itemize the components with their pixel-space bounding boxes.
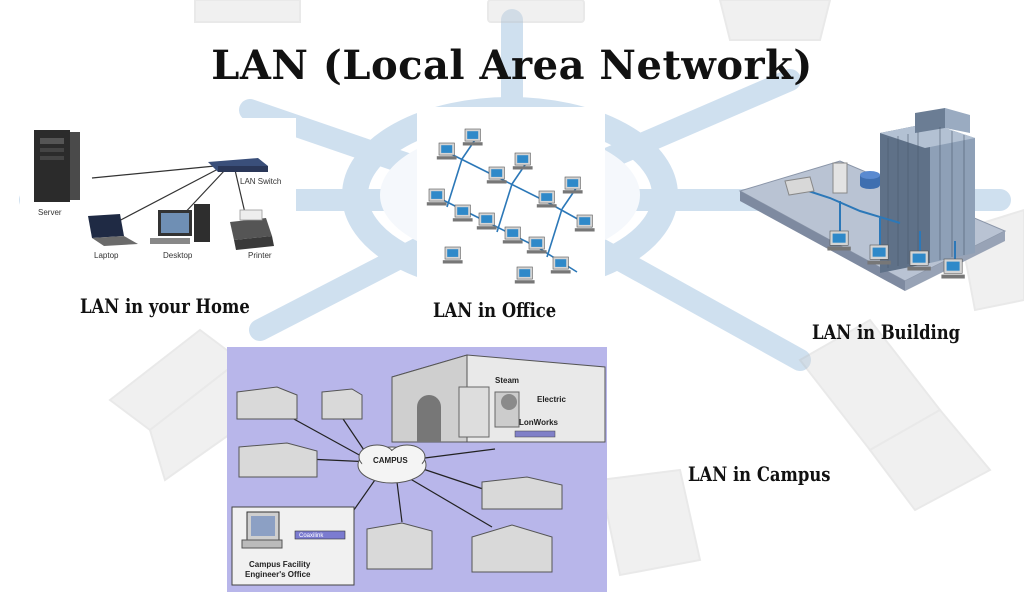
campus-cloud-icon xyxy=(357,444,427,484)
computer-icon xyxy=(867,244,891,265)
computer-icon xyxy=(574,214,595,232)
computer-icon xyxy=(907,250,931,271)
caption-building: LAN in Building xyxy=(812,320,961,344)
home-switch-label: LAN Switch xyxy=(240,177,281,186)
home-laptop-label: Laptop xyxy=(94,251,119,260)
campus-building-icons xyxy=(236,386,563,573)
campus-steam-label: Steam xyxy=(495,376,519,385)
home-lan-illustration: Server LAN Switch Laptop Desktop Printer xyxy=(20,118,296,268)
computer-icon xyxy=(827,230,851,251)
engineer-office-line1: Campus Facility xyxy=(249,560,311,569)
computer-icon xyxy=(442,246,463,264)
computer-icon xyxy=(452,204,473,222)
campus-lan-illustration: Steam Electric LonWorks CAMPUS xyxy=(227,347,607,592)
computer-icon xyxy=(562,176,583,194)
computer-icon xyxy=(536,190,557,208)
computer-icon xyxy=(486,166,507,184)
office-computer-icons xyxy=(426,128,595,284)
building-computer-icons xyxy=(827,230,965,279)
office-lan-illustration xyxy=(417,107,605,297)
building-printer-icon xyxy=(784,176,815,196)
utility-building-icon xyxy=(391,354,606,443)
lan-switch-icon xyxy=(208,158,268,172)
home-desktop-label: Desktop xyxy=(163,251,193,260)
campus-electric-label: Electric xyxy=(537,395,566,404)
campus-cloud-label: CAMPUS xyxy=(373,456,408,465)
computer-icon xyxy=(550,256,571,274)
computer-icon xyxy=(426,188,447,206)
computer-icon xyxy=(436,142,457,160)
engineer-computer-icon xyxy=(231,506,355,586)
building-server-icon xyxy=(832,162,880,194)
building-tower-icon xyxy=(880,108,975,273)
building-lan-illustration xyxy=(738,108,1007,291)
caption-home: LAN in your Home xyxy=(80,294,250,318)
computer-icon xyxy=(512,152,533,170)
home-printer-label: Printer xyxy=(248,251,272,260)
engineer-office-line2: Engineer's Office xyxy=(245,570,311,579)
caption-campus: LAN in Campus xyxy=(688,462,831,486)
laptop-icon xyxy=(88,214,138,246)
desktop-icon xyxy=(150,204,210,244)
page-title: LAN (Local Area Network) xyxy=(211,42,813,89)
campus-device-label: Coaxilink xyxy=(299,533,324,539)
home-server-label: Server xyxy=(38,208,62,217)
computer-icon xyxy=(526,236,547,254)
computer-icon xyxy=(476,212,497,230)
computer-icon xyxy=(462,128,483,146)
computer-icon xyxy=(502,226,523,244)
printer-icon xyxy=(230,209,274,250)
computer-icon xyxy=(514,266,535,284)
server-icon xyxy=(34,130,80,202)
campus-lonworks-label: LonWorks xyxy=(519,418,559,427)
caption-office: LAN in Office xyxy=(433,298,557,322)
computer-icon xyxy=(941,258,965,279)
